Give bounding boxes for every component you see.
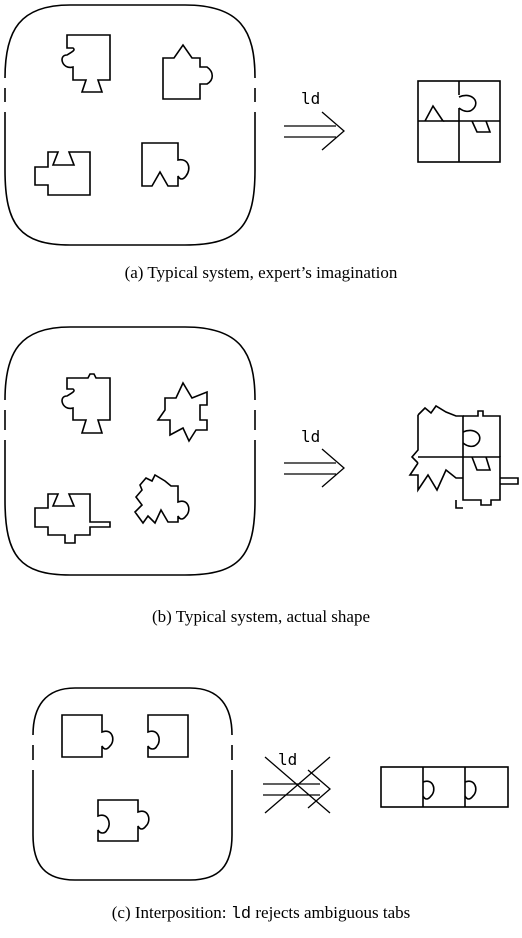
caption-c: (c) Interposition: ld rejects ambiguous … xyxy=(0,903,522,924)
puzzle-piece-c2 xyxy=(147,714,189,758)
container-c xyxy=(32,687,233,881)
arrow-c: ld xyxy=(263,750,331,814)
arrow-label-c: ld xyxy=(278,750,297,769)
panel-b xyxy=(4,326,256,576)
arrow-label-b: ld xyxy=(301,427,320,446)
assembled-b xyxy=(408,404,519,509)
puzzle-piece-c3 xyxy=(97,799,150,842)
puzzle-piece-b1 xyxy=(61,373,111,434)
puzzle-piece-a1 xyxy=(61,34,111,93)
puzzle-piece-a4 xyxy=(141,142,190,187)
assembled-a xyxy=(417,80,501,163)
arrow-a: ld xyxy=(284,89,345,151)
puzzle-piece-a2 xyxy=(162,43,214,100)
caption-a: (a) Typical system, expert’s imagination xyxy=(124,263,398,282)
panel-a xyxy=(4,4,256,246)
assembled-c xyxy=(380,766,509,808)
arrow-label-a: ld xyxy=(301,89,320,108)
puzzle-piece-b4 xyxy=(133,473,190,525)
container-a xyxy=(4,4,256,246)
caption-b: (b) Typical system, actual shape xyxy=(151,607,370,626)
puzzle-piece-c1 xyxy=(61,714,114,758)
caption-c-prefix: (c) Interposition: xyxy=(111,903,231,922)
caption-c-suffix: rejects ambiguous tabs xyxy=(251,903,411,922)
puzzle-piece-b3 xyxy=(34,493,111,544)
puzzle-piece-b2 xyxy=(156,381,208,443)
caption-c-code: ld xyxy=(230,905,252,924)
puzzle-piece-a3 xyxy=(34,151,91,196)
container-b xyxy=(4,326,256,576)
arrow-b: ld xyxy=(284,427,345,488)
panel-c xyxy=(32,687,233,881)
cross-out-mark xyxy=(264,756,331,814)
